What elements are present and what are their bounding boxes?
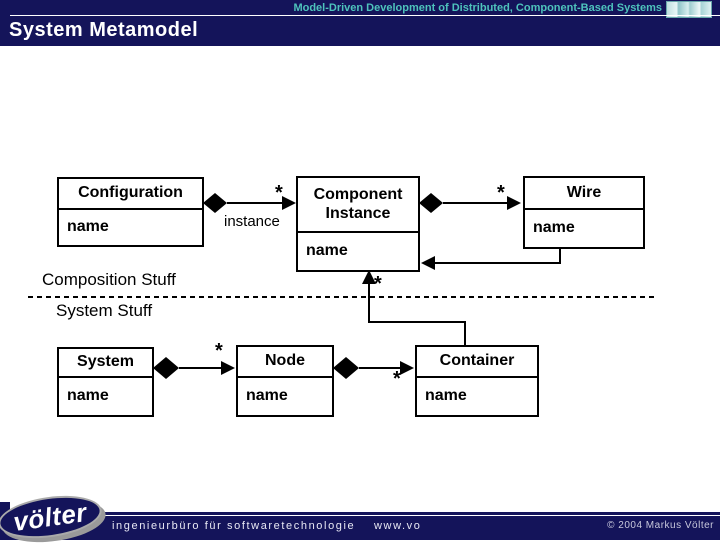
course-title: Model-Driven Development of Distributed,… [293,2,662,14]
voelter-logo: völter [0,489,112,548]
class-name: Node [238,347,332,378]
arrowhead [221,361,235,375]
multiplicity-star: * [497,182,505,204]
footer-tagline: ingenieurbüro für softwaretechnologie [112,520,356,532]
arrowhead [421,256,435,270]
slide-title: System Metamodel [9,19,199,41]
region-label-system: System Stuff [56,301,153,320]
arrowhead [400,361,414,375]
composition-diamond-component-instance [419,193,443,213]
class-box-configuration: Configuration name [57,177,204,247]
class-box-container: Container name [415,345,539,417]
class-box-system: System name [57,347,154,417]
footer-divider [0,515,720,516]
class-name: Component Instance [298,178,418,233]
class-attribute: name [67,217,109,235]
composition-diamond-system [153,357,179,379]
class-attribute: name [246,386,288,404]
class-attribute: name [425,386,467,404]
class-attribute: name [533,218,575,236]
class-attribute: name [67,386,109,404]
class-box-node: Node name [236,345,334,417]
class-attribute: name [306,241,348,259]
footer-bar [0,512,720,540]
role-label-instance: instance [224,213,280,230]
association-line [368,275,466,345]
class-name: Container [417,347,537,378]
footer-url: www.vo [374,520,422,532]
header-divider [10,15,720,16]
composition-diamond-configuration [203,193,227,213]
header-bar: Model-Driven Development of Distributed,… [0,0,720,46]
class-name: System [59,349,152,378]
multiplicity-star: * [393,368,401,390]
blueprint-logo-icon [666,1,712,18]
multiplicity-star: * [374,273,382,295]
multiplicity-star: * [215,340,223,362]
class-name: Configuration [59,179,202,210]
multiplicity-star: * [275,182,283,204]
arrowhead [282,196,296,210]
association-line [427,249,561,264]
class-box-wire: Wire name [523,176,645,249]
footer-copyright: © 2004 Markus Völter [607,520,714,531]
region-label-composition: Composition Stuff [42,270,176,289]
composition-diamond-node [333,357,359,379]
class-box-component-instance: Component Instance name [296,176,420,272]
logo-ellipse: völter [0,489,105,545]
arrowhead [507,196,521,210]
class-name: Wire [525,178,643,210]
